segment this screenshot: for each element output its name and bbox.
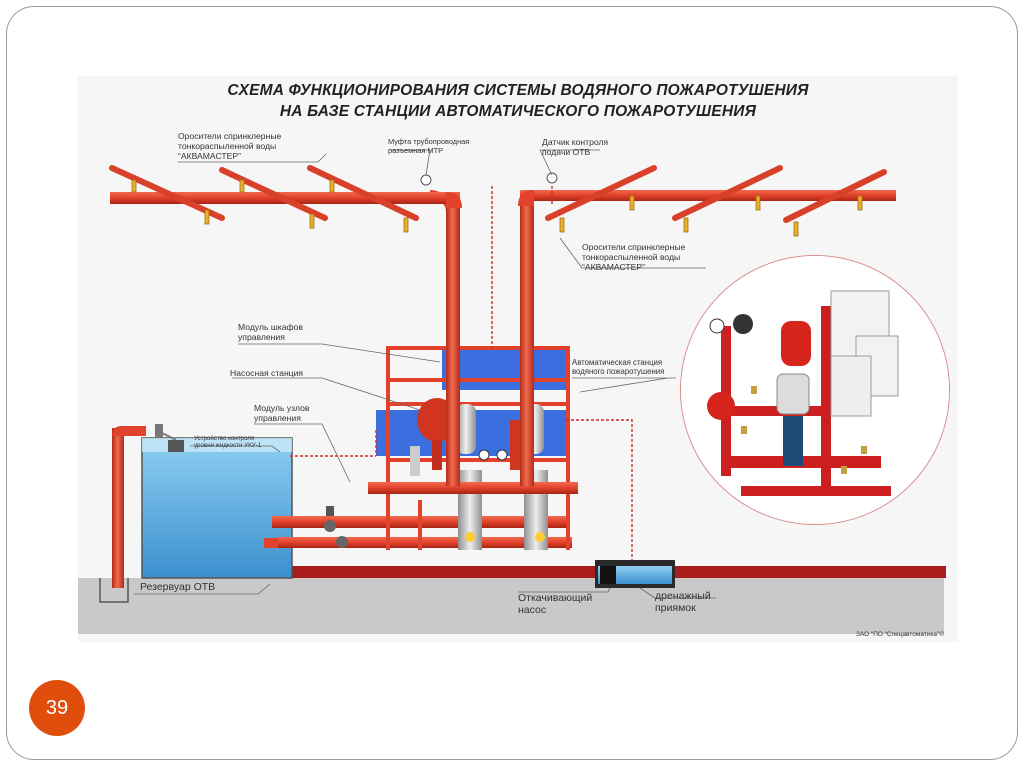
label-sprinklers-left: Оросители спринклерные тонкораспыленной … [178, 131, 282, 161]
label-auto-station: Автоматическая станция водяного пожароту… [572, 358, 665, 376]
drain-pit [595, 560, 675, 588]
left-sprinklers [131, 179, 409, 233]
right-sprinkler-branches [545, 165, 887, 223]
right-riser [520, 196, 534, 486]
label-drain-pit: дренажный приямок [655, 590, 711, 614]
label-sprinklers-right: Оросители спринклерные тонкораспыленной … [582, 242, 686, 272]
suction-pipe-vertical [112, 428, 124, 588]
label-coupling: Муфта трубопроводная разъемная МТР [388, 137, 470, 155]
suction-pipe-lower [278, 537, 572, 548]
flow-sensor [546, 172, 558, 184]
diagram-title-line1: СХЕМА ФУНКЦИОНИРОВАНИЯ СИСТЕМЫ ВОДЯНОГО … [227, 82, 809, 99]
footer-credit: ЗАО “ПО “Спецавтоматика”© [856, 631, 944, 638]
right-header [520, 190, 896, 201]
label-reservoir: Резервуар ОТВ [140, 581, 216, 593]
coupling-mtr [420, 174, 432, 186]
label-control-cabinets: Модуль шкафов управления [238, 322, 303, 342]
station-photo-inset [680, 255, 950, 525]
left-sprinkler-branches [109, 165, 419, 221]
control-lines [290, 186, 633, 562]
station-photo [681, 256, 949, 524]
right-sprinklers [559, 195, 863, 237]
leader-lines [134, 149, 716, 599]
label-pump-station: Насосная станция [230, 368, 304, 378]
label-drain-pump: Откачивающий насос [518, 592, 593, 616]
discharge-manifold [368, 482, 578, 494]
ground [78, 578, 944, 634]
control-cabinet-panel-upper [442, 350, 566, 390]
level-device [155, 424, 184, 452]
left-riser [446, 196, 460, 486]
page-number-badge: 39 [29, 680, 85, 736]
diagram-title-line2: НА БАЗЕ СТАНЦИИ АВТОМАТИЧЕСКОГО ПОЖАРОТУ… [279, 103, 757, 120]
label-level-device: Устройство контроля уровня жидкости УКУ-… [194, 435, 262, 449]
label-flow-sensor: Датчик контроля подачи ОТВ [542, 137, 609, 157]
label-valve-module: Модуль узлов управления [254, 403, 310, 423]
